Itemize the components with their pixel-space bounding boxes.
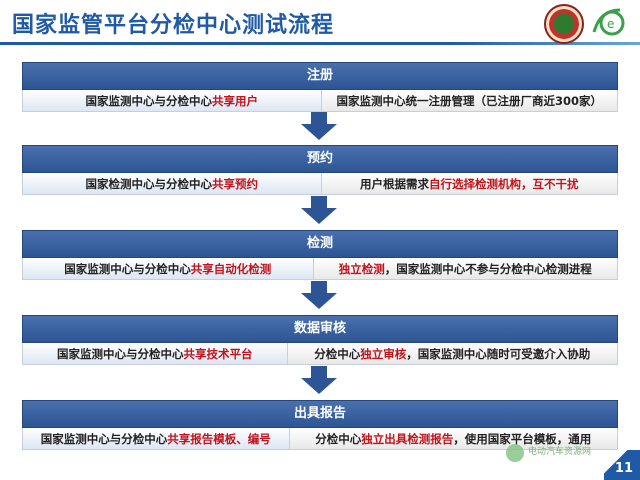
stage-row: 国家监测中心与分检中心共享技术平台 分检中心独立审核，国家监测中心随时可受邀介入… bbox=[22, 343, 618, 365]
shared-cell: 国家监测中心与分检中心共享技术平台 bbox=[22, 343, 287, 365]
stage-data-review: 数据审核 国家监测中心与分检中心共享技术平台 分检中心独立审核，国家监测中心随时… bbox=[22, 315, 618, 365]
independent-cell: 分检中心独立审核，国家监测中心随时可受邀介入协助 bbox=[286, 343, 618, 365]
stage-row: 国家监测中心与分检中心共享自动化检测 独立检测，国家监测中心不参与分检中心检测进… bbox=[22, 258, 618, 280]
stage-header: 检测 bbox=[22, 230, 618, 258]
page-title: 国家监管平台分检中心测试流程 bbox=[12, 13, 335, 38]
stage-register: 注册 国家监测中心与分检中心共享用户 国家监测中心统一注册管理（已注册厂商近30… bbox=[22, 62, 618, 112]
flow-arrow-down-icon bbox=[301, 366, 337, 394]
shared-cell: 国家监测中心与分检中心共享自动化检测 bbox=[22, 258, 313, 280]
independent-cell: 国家监测中心统一注册管理（已注册厂商近300家） bbox=[320, 90, 618, 112]
stage-row: 国家监测中心与分检中心共享用户 国家监测中心统一注册管理（已注册厂商近300家） bbox=[22, 90, 618, 112]
flow-arrow-down-icon bbox=[301, 196, 337, 224]
stage-header: 预约 bbox=[22, 145, 618, 173]
institution-seal-logo bbox=[544, 4, 584, 44]
independent-cell: 用户根据需求自行选择检测机构，互不干扰 bbox=[320, 173, 618, 195]
shared-cell: 国家监测中心与分检中心共享报告模板、编号 bbox=[22, 428, 289, 450]
stage-row: 国家检测中心与分检中心共享预约 用户根据需求自行选择检测机构，互不干扰 bbox=[22, 173, 618, 195]
stage-row: 国家监测中心与分检中心共享报告模板、编号 分检中心独立出具检测报告，使用国家平台… bbox=[22, 428, 618, 450]
watermark-leaf-icon bbox=[506, 444, 524, 462]
shared-cell: 国家监测中心与分检中心共享用户 bbox=[22, 90, 321, 112]
page-number: 11 bbox=[614, 461, 633, 476]
watermark-text: 电动汽车资源网 bbox=[528, 447, 592, 457]
page-number-badge: 11 bbox=[604, 450, 640, 480]
flow-arrow-down-icon bbox=[301, 112, 337, 140]
stage-header: 注册 bbox=[22, 62, 618, 90]
stage-header: 出具报告 bbox=[22, 400, 618, 428]
stage-issue-report: 出具报告 国家监测中心与分检中心共享报告模板、编号 分检中心独立出具检测报告，使… bbox=[22, 400, 618, 450]
independent-cell: 分检中心独立出具检测报告，使用国家平台模板，通用 bbox=[288, 428, 618, 450]
flow-arrow-down-icon bbox=[301, 281, 337, 309]
stage-test: 检测 国家监测中心与分检中心共享自动化检测 独立检测，国家监测中心不参与分检中心… bbox=[22, 230, 618, 280]
stage-header: 数据审核 bbox=[22, 315, 618, 343]
title-divider bbox=[0, 42, 640, 45]
independent-cell: 独立检测，国家监测中心不参与分检中心检测进程 bbox=[312, 258, 618, 280]
svg-text:e: e bbox=[607, 17, 614, 31]
ev-brand-logo: e bbox=[592, 8, 625, 36]
stage-reserve: 预约 国家检测中心与分检中心共享预约 用户根据需求自行选择检测机构，互不干扰 bbox=[22, 145, 618, 195]
shared-cell: 国家检测中心与分检中心共享预约 bbox=[22, 173, 321, 195]
